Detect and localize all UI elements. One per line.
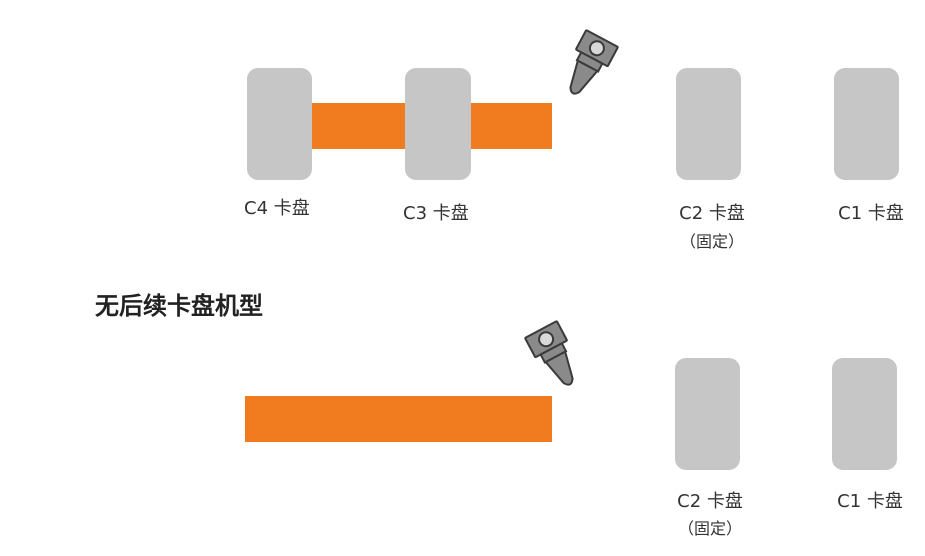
chuck-c4-top	[247, 68, 312, 180]
chuck-c3-top	[405, 68, 471, 180]
chuck-c1-label-top: C1 卡盘	[838, 203, 904, 224]
cutting-tool-icon	[569, 29, 619, 95]
cutting-tool-icon	[524, 320, 574, 386]
section-heading: 无后续卡盘机型	[95, 292, 263, 320]
chuck-c2-label-bottom: C2 卡盘	[677, 491, 743, 512]
chuck-c2-bottom	[675, 358, 740, 470]
workpiece-bar-bottom	[245, 396, 552, 442]
chuck-c2-label-top: C2 卡盘	[679, 203, 745, 224]
chuck-c2-sub-bottom: （固定）	[677, 519, 742, 538]
chuck-c1-label-bottom: C1 卡盘	[837, 491, 903, 512]
chuck-c3-label-top: C3 卡盘	[403, 203, 469, 224]
chuck-c1-top	[834, 68, 899, 180]
chuck-c2-top	[676, 68, 741, 180]
chuck-c4-label-top: C4 卡盘	[244, 198, 310, 219]
chuck-c1-bottom	[832, 358, 897, 470]
chuck-c2-sub-top: （固定）	[679, 232, 744, 251]
